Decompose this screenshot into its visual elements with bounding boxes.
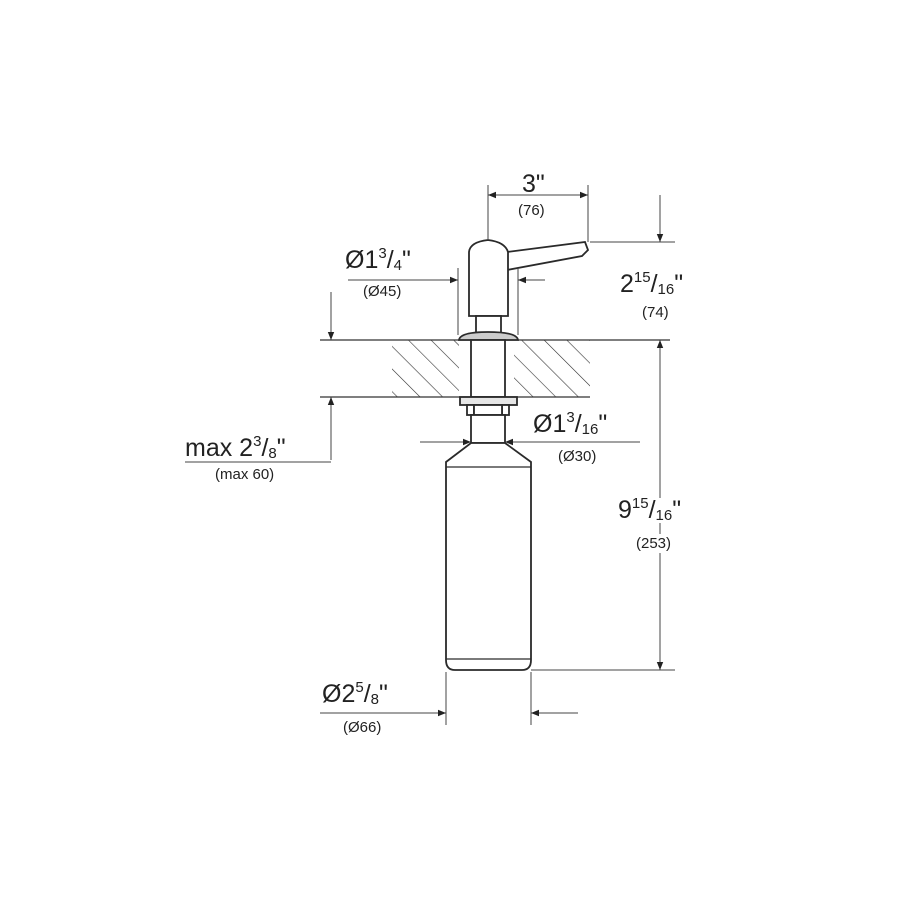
max-thickness-mm: (max 60) <box>215 466 275 483</box>
head-height-inch: 215/16" <box>620 269 684 298</box>
head-diameter-inch: Ø13/4" <box>345 245 411 274</box>
bottle-diameter-inch: Ø25/8" <box>322 679 388 708</box>
dimension-lines <box>185 185 675 725</box>
lever-width-mm: (76) <box>518 202 545 219</box>
countertop-section <box>320 339 670 398</box>
head-diameter-mm: (Ø45) <box>363 283 402 300</box>
shank-diameter-inch: Ø13/16" <box>533 409 608 438</box>
head-height-mm: (74) <box>642 304 669 321</box>
bottle-length-mm: (253) <box>636 534 672 553</box>
pump-head <box>468 239 509 317</box>
dispenser <box>445 239 590 671</box>
max-thickness-inch: max 23/8" <box>185 433 286 462</box>
bottle-diameter-mm: (Ø66) <box>343 719 382 736</box>
shank-diameter-mm: (Ø30) <box>558 448 597 465</box>
bottle <box>445 442 532 671</box>
pump-lever <box>506 241 590 272</box>
bottle-length-inch: 915/16" <box>618 495 682 524</box>
lever-width-inch: 3" <box>522 170 545 198</box>
